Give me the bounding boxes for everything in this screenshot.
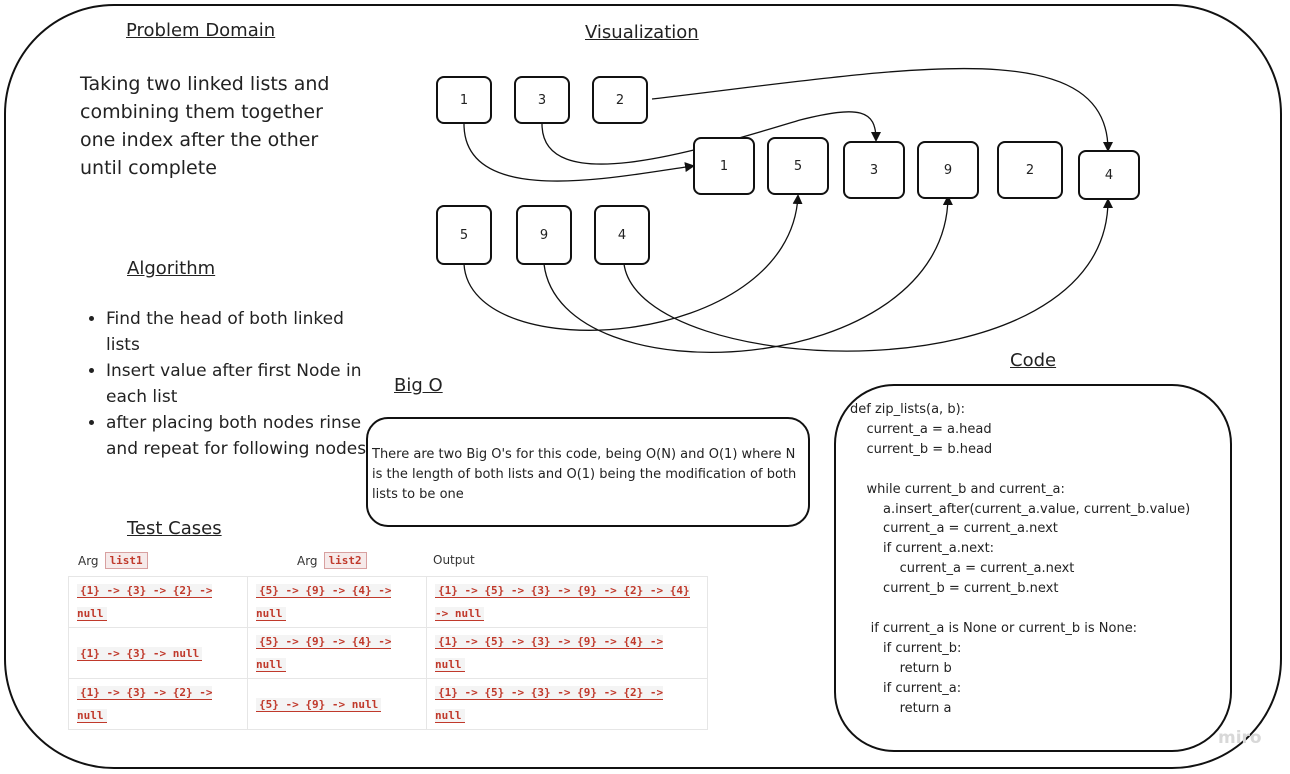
- list-b-node: 5: [436, 205, 492, 265]
- test-output: {1} -> {5} -> {3} -> {9} -> {4} -> null: [435, 635, 664, 672]
- test-output: {1} -> {5} -> {3} -> {9} -> {2} -> null: [435, 686, 664, 723]
- arg1-tag: list1: [104, 552, 148, 569]
- merged-node: 2: [997, 141, 1063, 199]
- merged-node: 3: [843, 141, 905, 199]
- output-header: Output: [433, 553, 475, 567]
- test-arg2: {5} -> {9} -> {4} -> null: [256, 635, 392, 672]
- table-row: {1} -> {3} -> {2} -> null {5} -> {9} -> …: [68, 678, 708, 730]
- test-cases-table: {1} -> {3} -> {2} -> null {5} -> {9} -> …: [68, 576, 708, 730]
- arrow-a1: [463, 123, 695, 182]
- big-o-heading: Big O: [394, 375, 443, 396]
- merged-node: 1: [693, 137, 755, 195]
- algorithm-step: Find the head of both linked lists: [106, 306, 376, 358]
- algorithm-steps: Find the head of both linked lists Inser…: [84, 306, 376, 462]
- big-o-text: There are two Big O's for this code, bei…: [372, 447, 797, 502]
- problem-domain-heading: Problem Domain: [126, 20, 276, 41]
- output-label: Output: [433, 553, 475, 567]
- merged-node: 4: [1078, 150, 1140, 200]
- table-row: {1} -> {3} -> {2} -> null {5} -> {9} -> …: [68, 576, 708, 628]
- arrow-b5: [463, 194, 803, 331]
- arrow-b9: [543, 195, 953, 353]
- arrow-b4: [623, 198, 1113, 352]
- table-row: {1} -> {3} -> null {5} -> {9} -> {4} -> …: [68, 627, 708, 679]
- list-b-node: 9: [516, 205, 572, 265]
- list-a-node: 2: [592, 76, 648, 124]
- test-arg1: {1} -> {3} -> {2} -> null: [77, 584, 213, 621]
- arg2-header: Arg list2: [297, 552, 367, 569]
- test-cases-heading: Test Cases: [127, 518, 222, 539]
- list-b-node: 4: [594, 205, 650, 265]
- test-arg2: {5} -> {9} -> {4} -> null: [256, 584, 392, 621]
- table-cell: {1} -> {5} -> {3} -> {9} -> {2} -> null: [426, 678, 708, 730]
- list-a-node: 1: [436, 76, 492, 124]
- arrow-a2: [651, 67, 1113, 152]
- arrow-a3: [541, 111, 881, 165]
- test-arg1: {1} -> {3} -> {2} -> null: [77, 686, 213, 723]
- arg2-label: Arg: [297, 553, 318, 568]
- arg2-tag: list2: [323, 552, 367, 569]
- big-o-box: There are two Big O's for this code, bei…: [366, 417, 810, 527]
- miro-watermark: miro: [1218, 728, 1262, 748]
- table-cell: {1} -> {3} -> {2} -> null: [68, 678, 248, 730]
- arg1-header: Arg list1: [78, 552, 148, 569]
- table-cell: {1} -> {5} -> {3} -> {9} -> {4} -> null: [426, 627, 708, 679]
- merged-node: 5: [767, 137, 829, 195]
- table-cell: {1} -> {3} -> null: [68, 627, 248, 679]
- test-arg1: {1} -> {3} -> null: [77, 646, 203, 661]
- merged-node: 9: [917, 141, 979, 199]
- problem-domain-text: Taking two linked lists and combining th…: [80, 73, 330, 179]
- test-output: {1} -> {5} -> {3} -> {9} -> {2} -> {4} -…: [435, 584, 690, 621]
- code-box: [834, 384, 1232, 752]
- table-cell: {1} -> {5} -> {3} -> {9} -> {2} -> {4} -…: [426, 576, 708, 628]
- arg1-label: Arg: [78, 553, 99, 568]
- code-block: def zip_lists(a, b): current_a = a.head …: [850, 402, 1191, 716]
- code-heading: Code: [1010, 350, 1057, 371]
- table-cell: {5} -> {9} -> {4} -> null: [247, 627, 427, 679]
- table-cell: {1} -> {3} -> {2} -> null: [68, 576, 248, 628]
- list-a-node: 3: [514, 76, 570, 124]
- table-cell: {5} -> {9} -> {4} -> null: [247, 576, 427, 628]
- algorithm-step: Insert value after first Node in each li…: [106, 358, 376, 410]
- algorithm-heading: Algorithm: [127, 258, 216, 279]
- table-cell: {5} -> {9} -> null: [247, 678, 427, 730]
- algorithm-step: after placing both nodes rinse and repea…: [106, 410, 376, 462]
- visualization-heading: Visualization: [585, 22, 699, 43]
- board-frame: [4, 4, 1282, 769]
- test-arg2: {5} -> {9} -> null: [256, 697, 382, 712]
